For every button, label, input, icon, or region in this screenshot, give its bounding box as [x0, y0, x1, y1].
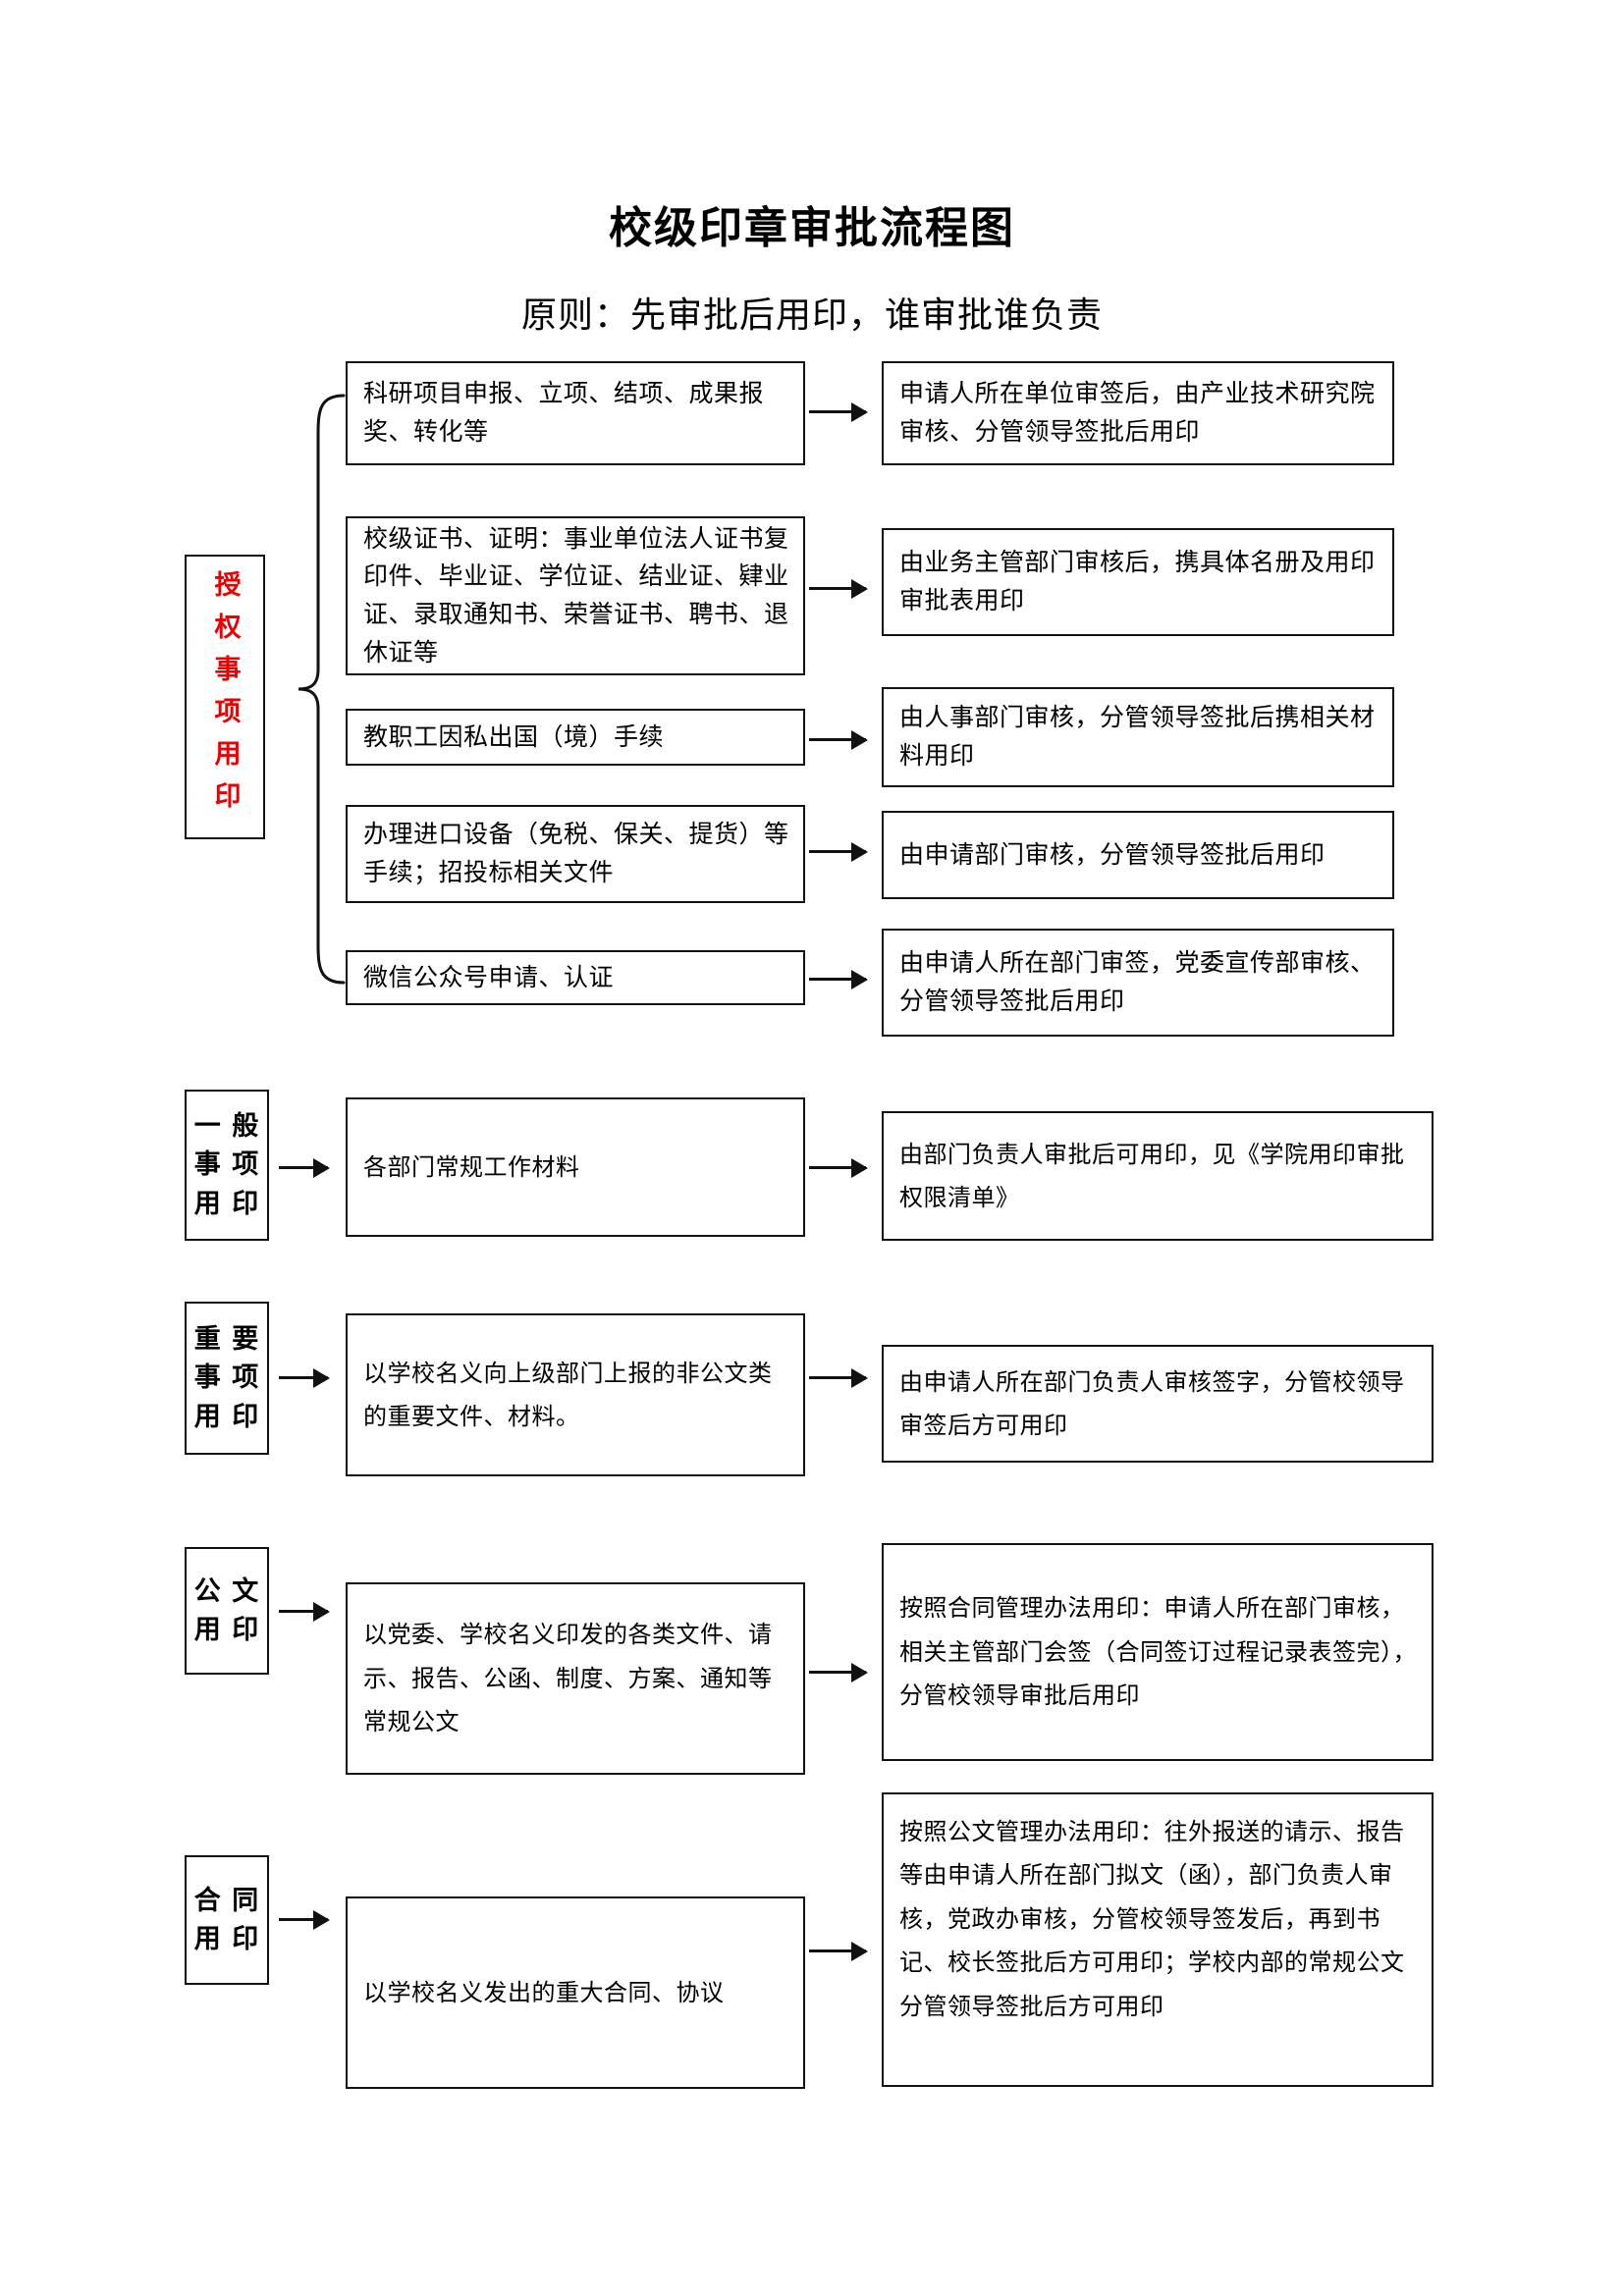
action-box-important-docs: 由申请人所在部门负责人审核签字，分管校领导审签后方可用印 [882, 1345, 1434, 1463]
category-label-contract-text: 合 同 用 印 [194, 1882, 259, 1958]
action-text: 申请人所在单位审签后，由产业技术研究院审核、分管领导签批后用印 [899, 379, 1376, 446]
trigger-text: 科研项目申报、立项、结项、成果报奖、转化等 [363, 379, 765, 446]
trigger-text: 以学校名义发出的重大合同、协议 [363, 1978, 725, 2006]
action-text: 按照合同管理办法用印：申请人所在部门审核，相关主管部门会签（合同签订过程记录表签… [899, 1594, 1417, 1710]
category-label-authorized: 授权事项用印 [185, 555, 265, 839]
action-box-major-contracts: 按照公文管理办法用印：往外报送的请示、报告等由申请人所在部门拟文（函），部门负责… [882, 1792, 1434, 2087]
trigger-box-private-travel: 教职工因私出国（境）手续 [346, 709, 805, 766]
trigger-box-wechat-account: 微信公众号申请、认证 [346, 950, 805, 1005]
action-box-certificates: 由业务主管部门审核后，携具体名册及用印审批表用印 [882, 528, 1394, 636]
category-line: 合 同 [193, 1885, 260, 1916]
action-text: 由申请部门审核，分管领导签批后用印 [899, 839, 1326, 869]
category-label-official: 公 文 用 印 [185, 1547, 269, 1675]
action-text: 由业务主管部门审核后，携具体名册及用印审批表用印 [899, 548, 1376, 614]
page-subtitle: 原则：先审批后用印，谁审批谁负责 [520, 295, 1103, 336]
arrow-general-category [279, 1166, 328, 1169]
arrow-general-row [809, 1166, 866, 1169]
category-line: 事 项 [193, 1149, 260, 1181]
category-line: 用 印 [193, 1615, 260, 1645]
trigger-text: 以党委、学校名义印发的各类文件、请示、报告、公函、制度、方案、通知等常规公文 [363, 1621, 773, 1736]
trigger-text: 各部门常规工作材料 [363, 1152, 580, 1181]
trigger-box-certificates: 校级证书、证明：事业单位法人证书复印件、毕业证、学位证、结业证、肄业证、录取通知… [346, 516, 805, 675]
arrow-official-row [809, 1671, 866, 1674]
action-box-wechat-account: 由申请人所在部门审签，党委宣传部审核、分管领导签批后用印 [882, 929, 1394, 1037]
trigger-text: 教职工因私出国（境）手续 [363, 721, 665, 751]
arrow-important-row [809, 1376, 866, 1379]
arrow-row-5 [809, 978, 866, 981]
trigger-text: 办理进口设备（免税、保关、提货）等手续；招投标相关文件 [363, 820, 789, 886]
action-text: 由部门负责人审批后可用印，见《学院用印审批权限清单》 [899, 1140, 1405, 1211]
category-label-important-text: 重 要 事 项 用 印 [194, 1320, 259, 1435]
page-title: 校级印章审批流程图 [609, 203, 1015, 253]
arrow-official-category [279, 1610, 328, 1613]
trigger-box-important-docs: 以学校名义向上级部门上报的非公文类的重要文件、材料。 [346, 1313, 805, 1476]
category-line: 用 印 [193, 1188, 260, 1219]
action-box-official-docs: 按照合同管理办法用印：申请人所在部门审核，相关主管部门会签（合同签订过程记录表签… [882, 1543, 1434, 1761]
category-line: 事 项 [193, 1362, 260, 1394]
action-text: 按照公文管理办法用印：往外报送的请示、报告等由申请人所在部门拟文（函），部门负责… [899, 1818, 1405, 2020]
trigger-box-official-docs: 以党委、学校名义印发的各类文件、请示、报告、公函、制度、方案、通知等常规公文 [346, 1582, 805, 1775]
category-label-general: 一 般 事 项 用 印 [185, 1090, 269, 1241]
category-label-contract: 合 同 用 印 [185, 1855, 269, 1985]
trigger-text: 微信公众号申请、认证 [363, 962, 615, 991]
category-line: 公 文 [193, 1575, 260, 1607]
arrow-important-category [279, 1376, 328, 1379]
action-box-import-equipment: 由申请部门审核，分管领导签批后用印 [882, 811, 1394, 899]
trigger-box-import-equipment: 办理进口设备（免税、保关、提货）等手续；招投标相关文件 [346, 805, 805, 903]
action-text: 由申请人所在部门审签，党委宣传部审核、分管领导签批后用印 [899, 948, 1376, 1015]
arrow-contract-category [279, 1918, 328, 1921]
trigger-box-research-projects: 科研项目申报、立项、结项、成果报奖、转化等 [346, 361, 805, 465]
category-label-general-text: 一 般 事 项 用 印 [194, 1107, 259, 1222]
arrow-row-3 [809, 738, 866, 741]
trigger-box-major-contracts: 以学校名义发出的重大合同、协议 [346, 1896, 805, 2089]
brace-connector-authorized [295, 393, 346, 987]
action-box-private-travel: 由人事部门审核，分管领导签批后携相关材料用印 [882, 687, 1394, 787]
category-line: 重 要 [193, 1324, 260, 1356]
action-text: 由人事部门审核，分管领导签批后携相关材料用印 [899, 703, 1376, 770]
category-label-important: 重 要 事 项 用 印 [185, 1302, 269, 1455]
action-box-general-materials: 由部门负责人审批后可用印，见《学院用印审批权限清单》 [882, 1111, 1434, 1241]
trigger-text: 以学校名义向上级部门上报的非公文类的重要文件、材料。 [363, 1359, 773, 1430]
action-box-research-projects: 申请人所在单位审签后，由产业技术研究院审核、分管领导签批后用印 [882, 361, 1394, 465]
category-line: 用 印 [193, 1401, 260, 1432]
category-label-authorized-text: 授权事项用印 [209, 570, 241, 824]
arrow-row-1 [809, 410, 866, 413]
trigger-box-general-materials: 各部门常规工作材料 [346, 1097, 805, 1237]
category-label-official-text: 公 文 用 印 [194, 1573, 259, 1649]
arrow-contract-row [809, 1949, 866, 1952]
category-line: 用 印 [193, 1924, 260, 1954]
arrow-row-4 [809, 850, 866, 853]
arrow-row-2 [809, 587, 866, 590]
action-text: 由申请人所在部门负责人审核签字，分管校领导审签后方可用印 [899, 1367, 1405, 1439]
category-line: 一 般 [193, 1111, 260, 1143]
trigger-text: 校级证书、证明：事业单位法人证书复印件、毕业证、学位证、结业证、肄业证、录取通知… [363, 523, 789, 667]
